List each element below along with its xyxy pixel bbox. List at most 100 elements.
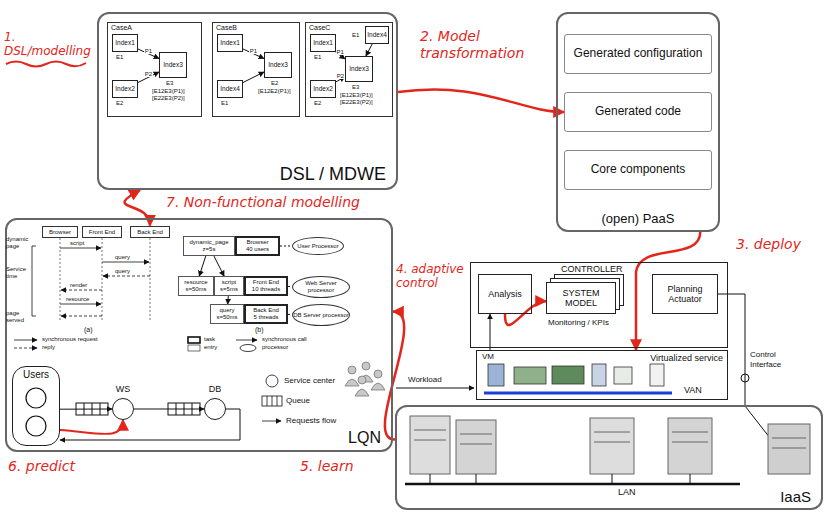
diagram-label: Service time bbox=[6, 266, 30, 280]
index-box: Index3 bbox=[345, 56, 373, 82]
index-box: Index3 bbox=[159, 52, 187, 78]
index-box: Index2 bbox=[112, 80, 138, 98]
lifeline-header: Back End bbox=[130, 226, 170, 239]
workload-people bbox=[345, 379, 359, 386]
node-text: Virtualized service bbox=[650, 353, 723, 363]
server-towers bbox=[672, 442, 708, 443]
diagram-label: LAN bbox=[618, 487, 636, 498]
diagram-label: (a) bbox=[84, 326, 93, 334]
paas-box: Generated code bbox=[564, 92, 712, 132]
node-text: Back End bbox=[253, 307, 279, 314]
sequence-lifelines bbox=[60, 238, 150, 322]
paas-box: Core components bbox=[564, 150, 712, 190]
legend-symbols bbox=[14, 348, 37, 349]
node-text: Generated code bbox=[595, 105, 681, 119]
diagram-label: E3 bbox=[352, 84, 359, 91]
diagram-label: E1 bbox=[221, 100, 228, 107]
workload-people bbox=[374, 370, 382, 378]
edge-label: P2 bbox=[337, 73, 344, 79]
diagram-label: Workload bbox=[408, 375, 442, 385]
paas-panel: (open) PaaSGenerated configurationGenera… bbox=[556, 12, 720, 232]
lifeline-header: Front End bbox=[82, 226, 122, 239]
server-towers bbox=[410, 416, 450, 474]
connector bbox=[60, 409, 112, 410]
edge-label-patch: P1 bbox=[144, 48, 153, 54]
node-text: Back End bbox=[137, 229, 163, 236]
step-annotation: 6. predict bbox=[8, 458, 75, 475]
legend-symbols bbox=[262, 396, 282, 406]
connector bbox=[199, 256, 206, 276]
diagram-label: query bbox=[115, 254, 130, 261]
legend-text: entry bbox=[204, 344, 217, 351]
server-towers bbox=[772, 448, 806, 449]
diagram-label: Control Interface bbox=[750, 350, 795, 369]
diagram-label: [E22E3(P2)] bbox=[152, 95, 185, 102]
legend-text: processor bbox=[262, 344, 288, 351]
connector bbox=[214, 256, 224, 276]
sequence-messages bbox=[32, 246, 36, 316]
sequence-lifelines bbox=[150, 238, 151, 322]
edge-label-patch: P1 bbox=[336, 49, 345, 55]
service-center: WS bbox=[112, 398, 134, 420]
diagram-label: E1 bbox=[314, 54, 321, 61]
legend-symbols bbox=[14, 340, 37, 341]
sequence-messages bbox=[60, 304, 101, 305]
legend-symbols bbox=[188, 345, 200, 351]
node-text: Front End bbox=[253, 279, 279, 286]
server-towers bbox=[414, 430, 446, 431]
step-annotation: 3. deploy bbox=[736, 236, 801, 253]
server-towers bbox=[768, 424, 810, 474]
diagram-label: [E12E3(P1)] bbox=[152, 88, 185, 95]
user-circles bbox=[26, 416, 46, 436]
vm-icons bbox=[614, 367, 632, 384]
node-text: Users bbox=[23, 369, 49, 381]
step-annotation: 1. DSL/modelling bbox=[4, 30, 94, 59]
edge-label: P1 bbox=[145, 48, 152, 54]
node-text: Analysis bbox=[488, 289, 522, 299]
node-text: (open) PaaS bbox=[602, 212, 675, 227]
legend-symbols bbox=[188, 337, 200, 343]
node-text: Index3 bbox=[268, 61, 288, 68]
workload-people bbox=[345, 362, 385, 396]
index-box: Index1 bbox=[310, 34, 336, 52]
lqn-entry: resources=50ms bbox=[178, 276, 214, 296]
edge-label-patch: P2 bbox=[336, 73, 345, 79]
node-text: Index4 bbox=[220, 85, 240, 92]
legend-text: Queue bbox=[286, 396, 310, 406]
vm-icons bbox=[488, 364, 664, 386]
node-text: WS bbox=[116, 384, 131, 394]
annotation-arrow bbox=[398, 89, 564, 112]
node-text: Browser bbox=[246, 239, 268, 246]
sequence-lifelines bbox=[60, 238, 61, 322]
connector bbox=[134, 409, 204, 410]
annotation-arrow bbox=[60, 420, 123, 434]
legend-text: synchronous call bbox=[262, 336, 307, 343]
diagram-label: [E12E3(P1)] bbox=[340, 92, 373, 99]
lqn-entry: scripts=5ms bbox=[214, 276, 244, 296]
server-towers bbox=[668, 418, 712, 474]
legend-symbols bbox=[272, 396, 273, 406]
sequence-messages bbox=[60, 248, 101, 249]
lifeline-header: Browser bbox=[42, 226, 78, 239]
node-text: Index3 bbox=[163, 61, 183, 68]
node-text: DB bbox=[209, 384, 222, 394]
lqn-task: Browser40 users bbox=[235, 236, 280, 256]
connector bbox=[60, 409, 240, 440]
legend-symbols bbox=[14, 337, 282, 421]
control-interface-symbol bbox=[745, 406, 770, 438]
node-text: s=50ms bbox=[185, 286, 206, 293]
sequence-messages bbox=[61, 316, 102, 317]
vm-icons bbox=[552, 366, 584, 384]
diagram-label: E2 bbox=[314, 100, 321, 107]
server-towers bbox=[414, 440, 446, 441]
diagram-label: (b) bbox=[255, 326, 264, 334]
connector bbox=[243, 72, 264, 83]
lqn-processor: DB Server processor bbox=[292, 304, 350, 326]
system-model-stack: SYSTEM MODEL bbox=[546, 282, 616, 314]
node-text: Index2 bbox=[313, 85, 333, 92]
edge-label-patch: P2 bbox=[144, 71, 153, 77]
connector bbox=[490, 314, 491, 350]
lan-line bbox=[690, 474, 691, 484]
vm-icons bbox=[514, 367, 546, 384]
